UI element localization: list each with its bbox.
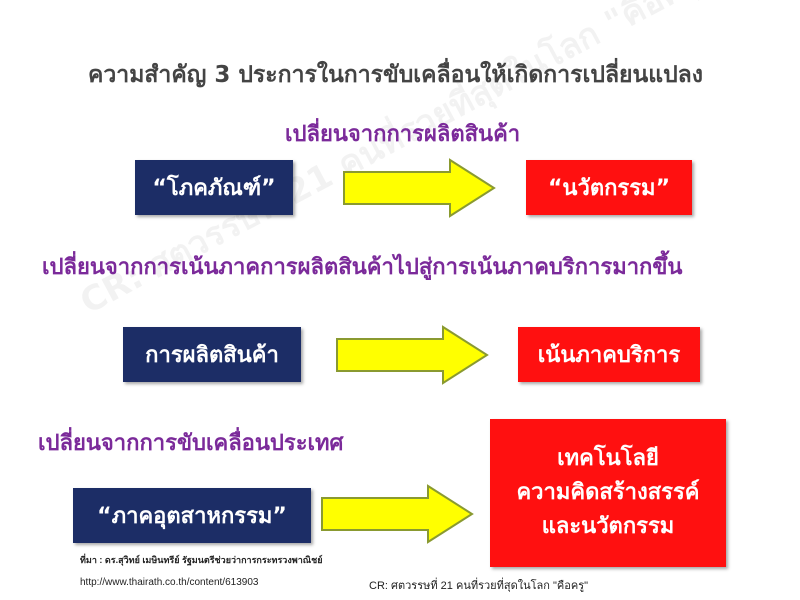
section-2-to-box: เน้นภาคบริการ bbox=[518, 327, 700, 382]
to-line-3: และนวัตกรรม bbox=[541, 514, 675, 539]
page-title: ความสำคัญ 3 ประการในการขับเคลื่อนให้เกิด… bbox=[88, 62, 703, 88]
right-arrow-icon bbox=[336, 325, 489, 385]
section-3-heading: เปลี่ยนจากการขับเคลื่อนประเทศ bbox=[38, 431, 344, 456]
credit-text: CR: ศตวรรษที่ 21 คนที่รวยที่สุดในโลก "คื… bbox=[369, 580, 589, 592]
source-url[interactable]: http://www.thairath.co.th/content/613903 bbox=[80, 577, 259, 588]
to-line-2: ความคิดสร้างสรรค์ bbox=[516, 480, 700, 505]
right-arrow-icon bbox=[321, 484, 474, 544]
to-line-1: เทคโนโลยี bbox=[557, 446, 659, 471]
right-arrow-icon bbox=[343, 158, 496, 218]
section-1-to-box: “นวัตกรรม” bbox=[526, 160, 692, 215]
section-3-from-box: “ภาคอุตสาหกรรม” bbox=[73, 488, 311, 543]
section-1-heading: เปลี่ยนจากการผลิตสินค้า bbox=[285, 122, 521, 147]
section-1-from-box: “โภคภัณฑ์” bbox=[135, 160, 293, 215]
source-text: ที่มา : ดร.สุวิทย์ เมษินทรีย์ รัฐมนตรีช่… bbox=[80, 555, 323, 565]
section-2-from-box: การผลิตสินค้า bbox=[123, 327, 301, 382]
section-2-heading: เปลี่ยนจากการเน้นภาคการผลิตสินค้าไปสู่กา… bbox=[42, 255, 683, 280]
section-3-to-box: เทคโนโลยี ความคิดสร้างสรรค์ และนวัตกรรม bbox=[490, 419, 726, 567]
